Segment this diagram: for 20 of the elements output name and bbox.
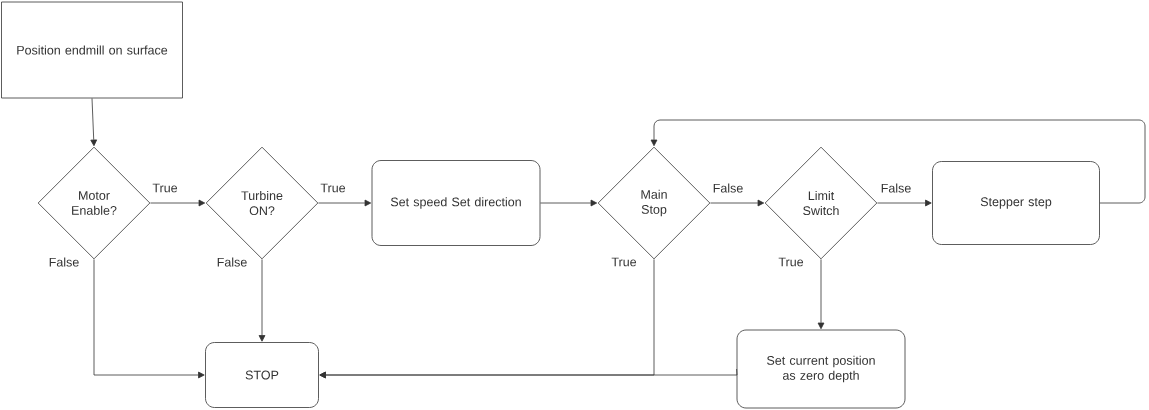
arrow (540, 199, 598, 207)
arrow (93, 259, 205, 379)
process-box: STOP (205, 342, 319, 408)
arrow (319, 368, 738, 379)
arrow (817, 259, 825, 330)
arrow (90, 98, 98, 147)
arrow (877, 199, 932, 207)
arrow (150, 199, 206, 207)
edge-label: True (151, 182, 179, 194)
edge-label: False (711, 182, 745, 194)
process-box: Set current position as zero depth (736, 329, 906, 409)
edge-label: False (879, 182, 913, 194)
arrow (650, 119, 1146, 204)
arrow (258, 259, 266, 342)
arrow (318, 199, 372, 207)
process-box: Set speed Set direction (371, 160, 541, 246)
arrow (710, 199, 765, 207)
edge-label: True (319, 182, 347, 194)
process-box: Stepper step (932, 161, 1100, 245)
process-box: Position endmill on surface (1, 1, 183, 99)
